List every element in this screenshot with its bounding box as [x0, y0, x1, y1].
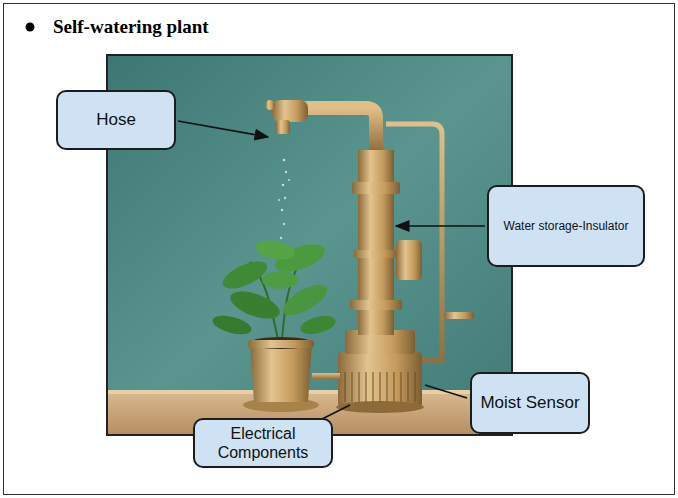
leader-line — [425, 385, 467, 398]
leader-line — [178, 121, 268, 137]
callout-box: Moist Sensor — [470, 372, 590, 434]
callout-text: Moist Sensor — [480, 393, 579, 413]
leader-line — [396, 225, 485, 227]
callout-box: Hose — [56, 90, 176, 150]
callout-text: Electrical Components — [203, 424, 323, 462]
callout-box: Water storage-Insulator — [487, 185, 645, 267]
plant — [211, 238, 338, 340]
slide-title: Self-watering plant — [53, 16, 209, 38]
callout-text: Water storage-Insulator — [504, 219, 629, 233]
callout-text: Hose — [96, 110, 136, 130]
callout-box: Electrical Components — [193, 418, 333, 468]
bullet — [26, 23, 35, 32]
